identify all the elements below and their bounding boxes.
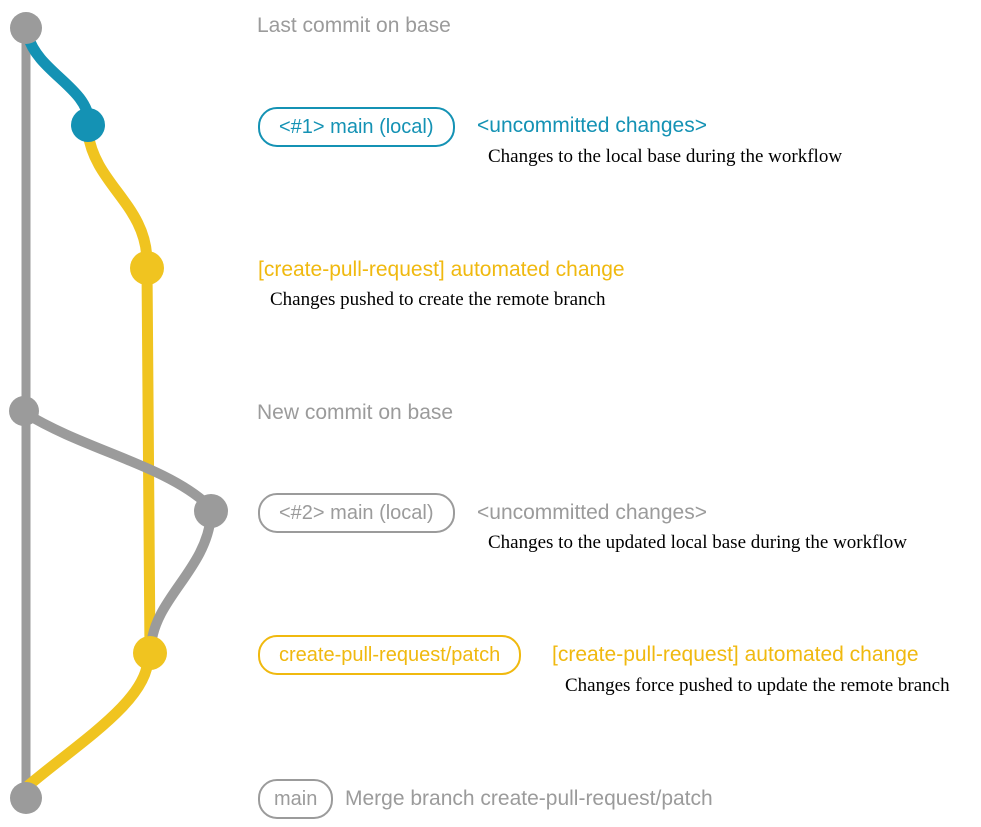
commit-last-base bbox=[10, 12, 42, 44]
commit-automated-1 bbox=[130, 251, 164, 285]
new-commit-label: New commit on base bbox=[257, 401, 454, 424]
description-automated-2: Changes force pushed to update the remot… bbox=[565, 675, 950, 696]
edge-uncommitted-1 bbox=[22, 30, 95, 128]
commit-message-automated-1: [create-pull-request] automated change bbox=[258, 258, 625, 281]
commit-new-base bbox=[9, 396, 39, 426]
description-uncommitted-2: Changes to the updated local base during… bbox=[488, 532, 907, 553]
edge-uncommitted-2-to-patch bbox=[146, 511, 216, 651]
git-graph bbox=[9, 12, 228, 814]
description-uncommitted-1: Changes to the local base during the wor… bbox=[488, 146, 843, 167]
branch-tag-main: main bbox=[258, 779, 334, 819]
patch-branch-line bbox=[141, 262, 156, 659]
commit-merge bbox=[10, 782, 42, 814]
branch-tag-patch: create-pull-request/patch bbox=[258, 635, 522, 675]
commit-message-uncommitted-1: <uncommitted changes> bbox=[477, 114, 707, 137]
commit-uncommitted-2 bbox=[194, 494, 228, 528]
edge-patch-to-merge bbox=[23, 652, 154, 791]
commit-uncommitted-1 bbox=[71, 108, 105, 142]
commit-message-uncommitted-2: <uncommitted changes> bbox=[477, 501, 707, 524]
edge-automated-1 bbox=[82, 127, 153, 268]
description-automated-1: Changes pushed to create the remote bran… bbox=[270, 289, 606, 310]
commit-message-merge: Merge branch create-pull-request/patch bbox=[345, 787, 713, 810]
commit-automated-2 bbox=[133, 636, 167, 670]
last-commit-label: Last commit on base bbox=[257, 14, 451, 37]
edge-base-to-uncommitted-2 bbox=[20, 408, 213, 510]
branch-tag-main-local-1: <#1> main (local) bbox=[258, 107, 455, 147]
commit-message-automated-2: [create-pull-request] automated change bbox=[552, 643, 919, 666]
branch-tag-main-local-2: <#2> main (local) bbox=[258, 493, 455, 533]
